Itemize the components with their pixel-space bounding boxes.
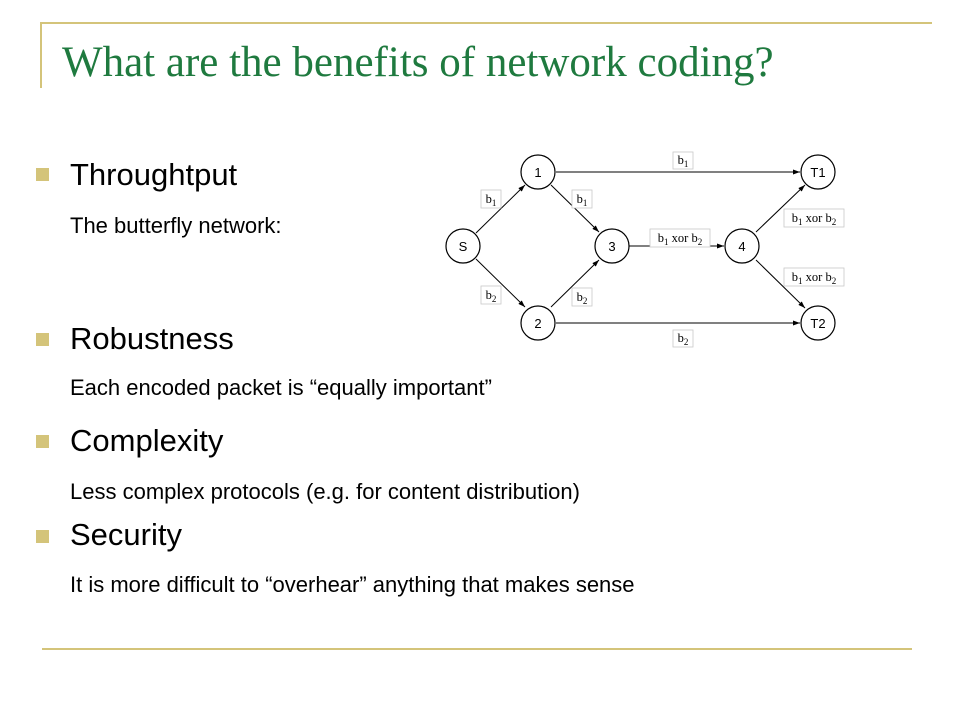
- edge-label-4-t2: b1​ xor b2​: [783, 267, 845, 287]
- svg-text:b1​: b1​: [577, 192, 588, 208]
- svg-text:b1​: b1​: [678, 153, 689, 169]
- bullet-detail: Each encoded packet is “equally importan…: [70, 375, 492, 400]
- edge-label-1-t1: b1​: [672, 151, 694, 170]
- edge-s-2: [475, 258, 526, 308]
- svg-text:3: 3: [608, 239, 615, 254]
- edge-label-s-1: b1​: [480, 189, 502, 209]
- bullet-marker: [36, 333, 49, 346]
- svg-text:T1: T1: [810, 165, 825, 180]
- frame-left-rule: [40, 22, 42, 88]
- node-t2: T2: [800, 305, 836, 341]
- svg-text:b1​ xor b2​: b1​ xor b2​: [658, 231, 702, 247]
- node-2: 2: [520, 305, 556, 341]
- node-s: S: [445, 228, 481, 264]
- svg-text:b1​ xor b2​: b1​ xor b2​: [792, 270, 836, 286]
- edges: [475, 169, 806, 326]
- bullet-marker: [36, 435, 49, 448]
- edge-4-t1: [755, 184, 806, 233]
- svg-text:S: S: [459, 239, 468, 254]
- edge-2-3: [550, 259, 600, 308]
- node-t1: T1: [800, 154, 836, 190]
- bullet-heading: Robustness: [70, 321, 234, 356]
- bullet-marker: [36, 168, 49, 181]
- svg-text:b2​: b2​: [678, 331, 689, 347]
- node-1: 1: [520, 154, 556, 190]
- edge-label-4-t1: b1​ xor b2​: [783, 208, 845, 228]
- bullet-marker: [36, 530, 49, 543]
- bullet-detail: The butterfly network:: [70, 213, 282, 238]
- svg-text:b1​: b1​: [486, 192, 497, 208]
- frame-top-rule: [40, 22, 932, 24]
- edge-4-t2: [755, 259, 806, 309]
- edge-label-1-3: b1​: [571, 189, 593, 209]
- svg-text:b1​ xor b2​: b1​ xor b2​: [792, 211, 836, 227]
- frame-bottom-rule: [42, 648, 912, 650]
- edge-label-s-2: b2​: [480, 285, 502, 305]
- edge-1-3: [550, 184, 600, 233]
- svg-text:T2: T2: [810, 316, 825, 331]
- slide-title: What are the benefits of network coding?: [62, 39, 774, 86]
- svg-text:b2​: b2​: [577, 290, 588, 306]
- node-4: 4: [724, 228, 760, 264]
- svg-text:1: 1: [534, 165, 541, 180]
- bullet-detail: It is more difficult to “overhear” anyth…: [70, 572, 635, 597]
- svg-text:4: 4: [738, 239, 745, 254]
- svg-text:2: 2: [534, 316, 541, 331]
- bullet-heading: Throughtput: [70, 157, 238, 192]
- edge-label-2-t2: b2​: [672, 329, 694, 348]
- edge-label-3-4: b1​ xor b2​: [649, 228, 711, 248]
- bullet-heading: Complexity: [70, 423, 224, 458]
- edge-label-2-3: b2​: [571, 287, 593, 307]
- bullet-heading: Security: [70, 517, 182, 552]
- node-3: 3: [594, 228, 630, 264]
- edge-s-1: [475, 184, 526, 234]
- bullet-detail: Less complex protocols (e.g. for content…: [70, 479, 580, 504]
- svg-text:b2​: b2​: [486, 288, 497, 304]
